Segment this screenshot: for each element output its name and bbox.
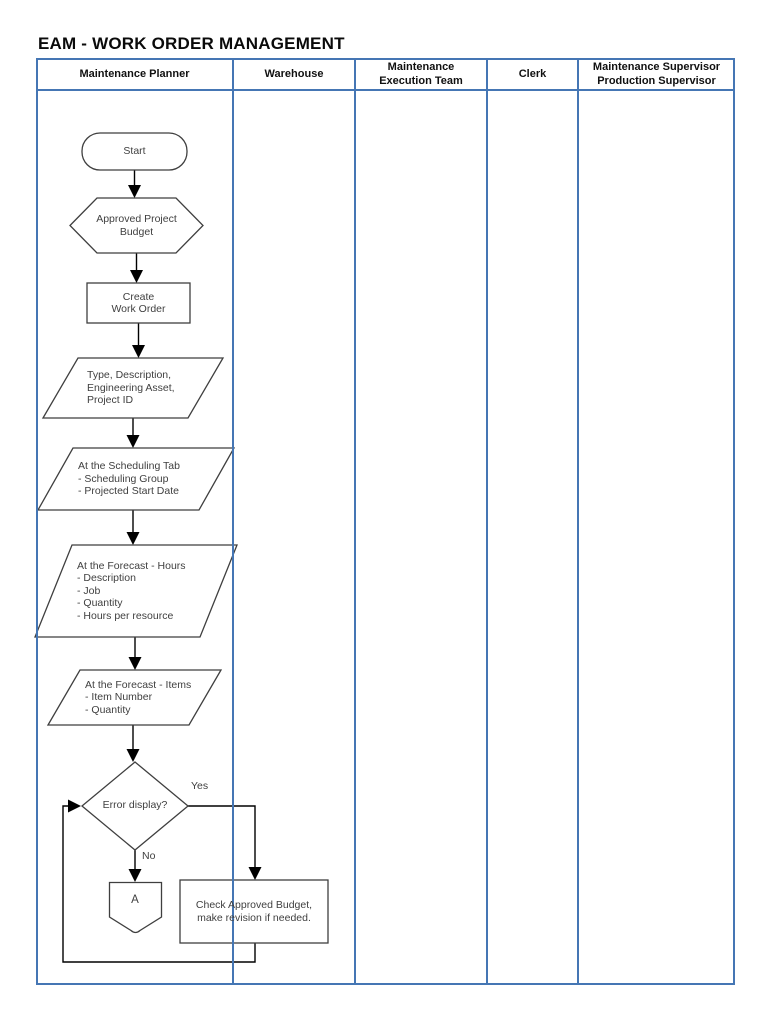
flowchart-connectors [62, 170, 262, 963]
lane-header-clerk: Clerk [518, 67, 547, 80]
page-title: EAM - WORK ORDER MANAGEMENT [38, 34, 345, 53]
arrowhead [68, 799, 81, 813]
node-connector-a-shape [108, 881, 163, 934]
node-scheduling-parallelogram [36, 447, 236, 511]
lane-header-supervisors: Maintenance Supervisor Production Superv… [592, 60, 721, 87]
node-start-terminator [81, 132, 188, 171]
lane-header-maintenance-planner: Maintenance Planner [79, 67, 190, 80]
arrowhead [128, 185, 141, 198]
arrowhead [128, 657, 142, 670]
lane-header-maintenance-execution-team: Maintenance Execution Team [379, 60, 463, 87]
lane-header-row: Maintenance Planner Warehouse Maintenanc… [36, 58, 735, 91]
edge-yes-to-check-budget [188, 805, 256, 869]
node-forecast-hours-parallelogram [34, 544, 238, 638]
node-forecast-items-parallelogram [46, 669, 223, 726]
arrowhead [248, 867, 262, 880]
arrowhead [126, 749, 140, 762]
node-create-work-order-box [86, 282, 191, 324]
arrowhead [126, 532, 140, 545]
arrowhead [126, 435, 140, 448]
edge-loop-back-to-decision [62, 805, 256, 963]
arrowhead [132, 345, 145, 358]
node-error-display-diamond [80, 761, 190, 851]
node-fields-parallelogram [41, 357, 225, 419]
arrowhead [128, 869, 142, 882]
node-check-budget-box [179, 879, 329, 944]
node-approved-budget-hexagon [69, 197, 204, 254]
lane-header-warehouse: Warehouse [264, 67, 324, 80]
arrowhead [130, 270, 143, 283]
flowchart-shapes [34, 132, 329, 944]
